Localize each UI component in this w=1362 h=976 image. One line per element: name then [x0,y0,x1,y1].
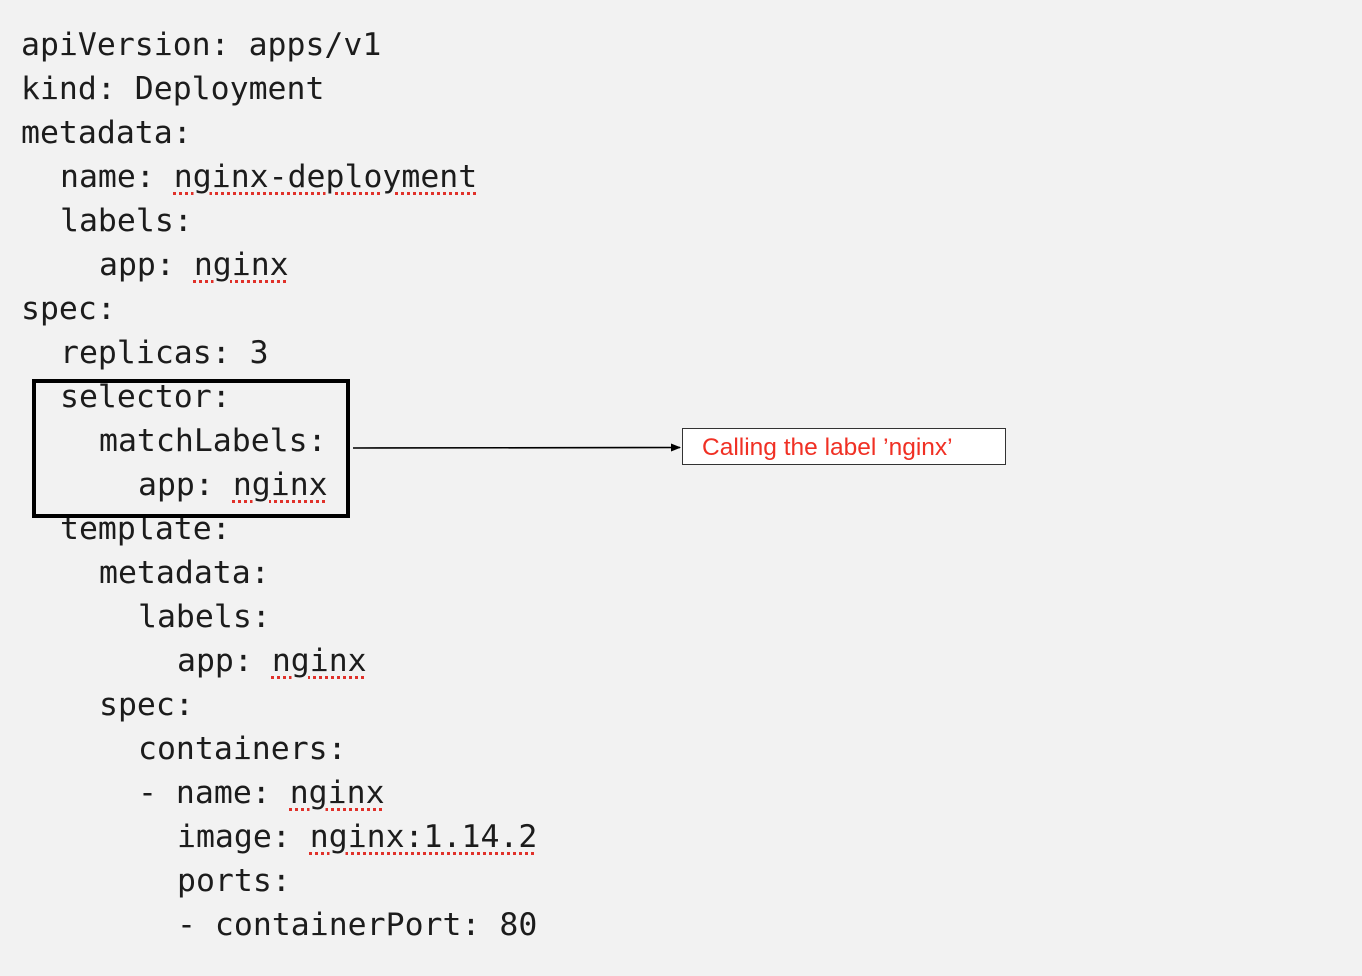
spellchecked-token: nginx [289,775,385,811]
code-token: - containerPort: 80 [177,907,538,943]
code-line: image: nginx:1.14.2 [177,815,537,859]
code-line: app: nginx [138,463,328,507]
code-token: app: [138,467,233,503]
code-line: labels: [138,595,271,639]
code-line: name: nginx-deployment [60,155,477,199]
code-line: spec: [99,683,194,727]
code-token: containers: [138,731,347,767]
code-token: name: [60,159,174,195]
code-token: - name: [138,775,290,811]
code-line: metadata: [21,111,192,155]
code-token: metadata: [21,115,192,151]
code-token: spec: [99,687,194,723]
code-token: replicas: 3 [60,335,269,371]
code-token: apiVersion: apps/v1 [21,27,382,63]
code-token: labels: [138,599,271,635]
spellchecked-token: nginx:1.14.2 [309,819,538,855]
code-line: selector: [60,375,231,419]
code-token: spec: [21,291,116,327]
code-line: matchLabels: [99,419,327,463]
code-line: containers: [138,727,347,771]
code-line: - containerPort: 80 [177,903,537,947]
code-token: selector: [60,379,231,415]
code-line: spec: [21,287,116,331]
code-token: matchLabels: [99,423,327,459]
spellchecked-token: nginx [232,467,328,503]
code-line: ports: [177,859,291,903]
code-line: labels: [60,199,193,243]
code-line: - name: nginx [138,771,385,815]
code-line: app: nginx [177,639,367,683]
code-token: ports: [177,863,291,899]
callout-label: Calling the label ’nginx’ [682,428,1006,465]
code-token: app: [177,643,272,679]
code-token: image: [177,819,310,855]
code-line: metadata: [99,551,270,595]
spellchecked-token: nginx [193,247,289,283]
arrow-line [352,443,681,452]
selector-highlight-box [32,379,350,518]
code-line: app: nginx [99,243,289,287]
code-line: replicas: 3 [60,331,269,375]
code-token: kind: Deployment [21,71,325,107]
code-token: app: [99,247,194,283]
code-token: labels: [60,203,193,239]
spellchecked-token: nginx [271,643,367,679]
code-token: metadata: [99,555,270,591]
spellchecked-token: nginx-deployment [173,159,478,195]
code-line: apiVersion: apps/v1 [21,23,381,67]
code-line: kind: Deployment [21,67,324,111]
